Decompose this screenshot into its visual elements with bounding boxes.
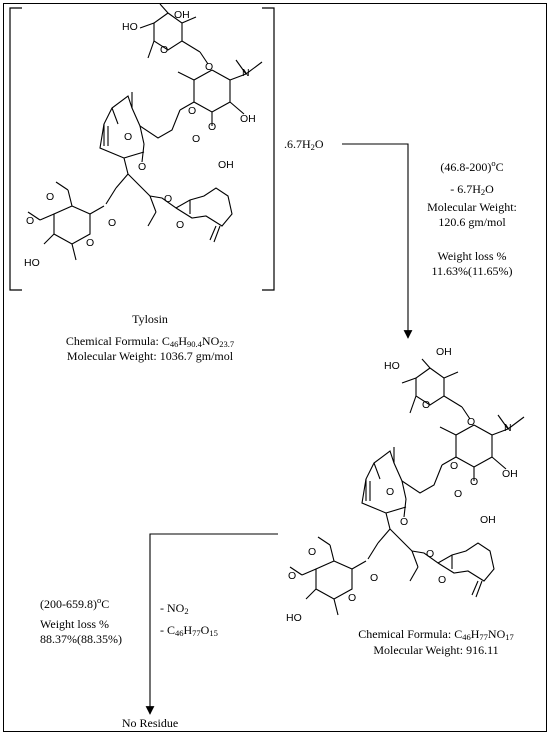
atom-label-o: O: [138, 161, 147, 173]
atom-label-oh: OH: [218, 159, 234, 171]
atom-label-o: O: [288, 570, 297, 582]
step2-weight-loss-value: 88.37%(88.35%): [40, 632, 122, 646]
step1-weight-loss-value: 11.63%(11.65%): [431, 264, 513, 278]
atom-label-o: O: [188, 105, 197, 117]
atom-label-o: O: [348, 592, 357, 604]
atom-label-o: O: [426, 548, 435, 560]
atom-label-o: O: [470, 476, 479, 488]
atom-label-o: O: [422, 399, 431, 411]
step1-mw-value: 120.6 gm/mol: [438, 215, 506, 229]
atom-label-ho: HO: [24, 257, 40, 269]
step2-weight-loss-label: Weight loss %: [40, 617, 110, 631]
step1-weight-loss-label: Weight loss %: [437, 249, 507, 263]
step2-temperature-range: (200-659.8)oC: [40, 595, 110, 611]
atom-label-o: O: [400, 516, 409, 528]
atom-label-o: O: [386, 486, 395, 498]
product-formula: Chemical Formula: C46H77NO17: [358, 627, 514, 642]
atom-label-o: O: [467, 416, 476, 428]
figure-frame: [3, 3, 547, 732]
tylosin-molecular-weight: Molecular Weight: 1036.7 gm/mol: [66, 349, 234, 363]
atom-label-oh: OH: [174, 9, 190, 21]
hydrate-label: .6.7H2O: [284, 137, 324, 152]
step2-loss-no2: - NO2: [160, 601, 189, 616]
atom-label-o: O: [164, 193, 173, 205]
atom-label-o: O: [26, 215, 35, 227]
atom-label-ho: HO: [384, 360, 400, 372]
atom-label-o: O: [454, 488, 463, 500]
atom-label-o: O: [308, 546, 317, 558]
step1-loss-species: - 6.7H2O: [450, 182, 494, 197]
atom-label-ho: HO: [286, 612, 302, 624]
atom-label-o: O: [370, 572, 379, 584]
atom-label-ho: HO: [122, 21, 138, 33]
product-molecular-weight: Molecular Weight: 916.11: [373, 643, 499, 657]
decomposition-arrow: [145, 533, 278, 715]
atom-label-o: O: [176, 219, 185, 231]
final-residue-label: No Residue: [121, 716, 179, 730]
atom-label-o: O: [108, 217, 117, 229]
tylosin-formula: Chemical Formula: C46H90.4NO23.7: [65, 334, 235, 349]
step2-loss-organic: - C46H77O15: [160, 623, 218, 638]
step1-mw-label: Molecular Weight:: [427, 200, 517, 214]
dehydration-arrow: [342, 143, 413, 339]
atom-label-o: O: [438, 574, 447, 586]
product-structure: [289, 358, 525, 616]
left-bracket: [9, 7, 22, 291]
atom-label-o: O: [208, 121, 217, 133]
tylosin-structure: [27, 3, 263, 261]
atom-label-oh: OH: [436, 346, 452, 358]
atom-label-o: O: [124, 131, 133, 143]
compound-name: Tylosin: [132, 312, 168, 326]
atom-label-n: N: [504, 422, 512, 434]
atom-label-oh: OH: [502, 468, 518, 480]
atom-label-oh: OH: [240, 113, 256, 125]
atom-label-oh: OH: [480, 514, 496, 526]
atom-label-o: O: [160, 44, 169, 56]
right-bracket: [262, 7, 275, 291]
atom-label-o: O: [86, 237, 95, 249]
atom-label-o: O: [46, 191, 55, 203]
atom-label-o: O: [192, 133, 201, 145]
atom-label-o: O: [450, 460, 459, 472]
step1-temperature-range: (46.8-200)oC: [440, 158, 504, 174]
atom-label-o: O: [205, 61, 214, 73]
atom-label-n: N: [242, 67, 250, 79]
